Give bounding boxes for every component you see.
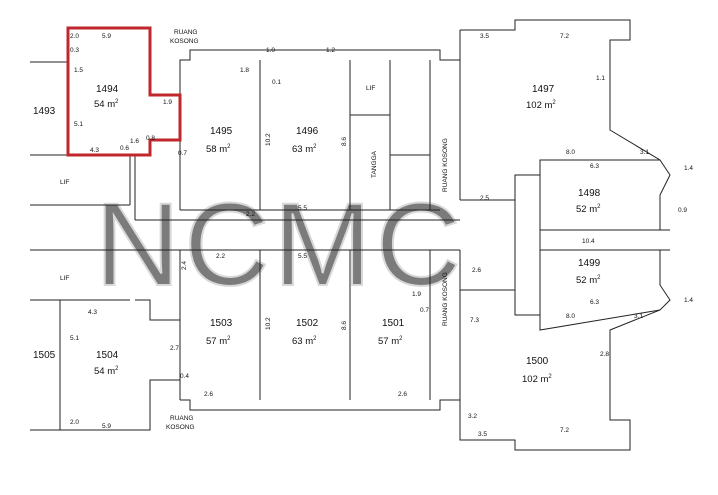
lif-bottom-label: LIF xyxy=(60,275,69,282)
dim-label: 10.4 xyxy=(582,238,595,245)
dim-label: 6.3 xyxy=(590,163,599,170)
unit-1498-area: 52 m2 xyxy=(576,204,601,215)
dim-label: 8.6 xyxy=(341,137,348,146)
dim-label: 10.2 xyxy=(265,317,272,330)
dim-label: 6.3 xyxy=(590,299,599,306)
dim-label: 3.1 xyxy=(640,149,649,156)
unit-1502-number: 1502 xyxy=(296,318,319,329)
unit-1499-number: 1499 xyxy=(578,258,601,269)
dim-label: 4.3 xyxy=(90,147,99,154)
dim-label: 1.9 xyxy=(412,291,421,298)
dim-label: 8.0 xyxy=(566,313,575,320)
dim-label: 1.5 xyxy=(74,67,83,74)
dim-label: 10.2 xyxy=(265,133,272,146)
dim-label: 2.6 xyxy=(204,391,213,398)
dim-label: 0.8 xyxy=(146,135,155,142)
dim-label: 1.1 xyxy=(596,75,605,82)
unit-1495-area: 58 m2 xyxy=(206,144,231,155)
tangga-label: TANGGA xyxy=(371,150,378,178)
dim-label: 2.6 xyxy=(472,267,481,274)
unit-1494-area: 54 m2 xyxy=(94,99,119,110)
unit-1496-number: 1496 xyxy=(296,126,319,137)
dim-label: 1.8 xyxy=(240,67,249,74)
dim-label: 0.3 xyxy=(70,47,79,54)
dim-label: 5.5 xyxy=(298,253,307,260)
unit-1501-number: 1501 xyxy=(382,318,405,329)
dim-label: 3.5 xyxy=(478,431,487,438)
unit-1503-area: 57 m2 xyxy=(206,336,231,347)
unit-1505-number: 1505 xyxy=(33,350,56,361)
ruang-kosong-top-label-2: KOSONG xyxy=(170,38,199,45)
unit-1504-number: 1504 xyxy=(96,350,119,361)
dim-label: 0.6 xyxy=(120,145,129,152)
dim-label: 1.9 xyxy=(163,99,172,106)
dim-label: 7.2 xyxy=(560,427,569,434)
dim-label: 2.0 xyxy=(70,33,79,40)
dim-label: 3.2 xyxy=(468,413,477,420)
highlighted-unit-1494-outline[interactable] xyxy=(66,26,182,157)
unit-1504-area: 54 m2 xyxy=(94,366,119,377)
dim-label: 2.2 xyxy=(246,211,255,218)
dim-label: 5.1 xyxy=(74,121,83,128)
unit-1496-area: 63 m2 xyxy=(292,144,317,155)
unit-1500-number: 1500 xyxy=(526,356,549,367)
dim-label: 5.1 xyxy=(70,335,79,342)
unit-1499-area: 52 m2 xyxy=(576,275,601,286)
unit-1500-area: 102 m2 xyxy=(522,374,552,385)
ruang-kosong-right-bottom-label: RUANG KOSONG xyxy=(442,272,449,326)
dim-label: 3.1 xyxy=(634,313,643,320)
dim-label: 5.9 xyxy=(102,33,111,40)
dim-label: 4.3 xyxy=(88,309,97,316)
dim-label: 7.3 xyxy=(470,317,479,324)
dim-label: 1.0 xyxy=(266,47,275,54)
dim-label: 7.2 xyxy=(560,33,569,40)
unit-1503-number: 1503 xyxy=(210,318,233,329)
unit-1495-number: 1495 xyxy=(210,126,233,137)
unit-1493-number: 1493 xyxy=(33,106,56,117)
dim-label: 0.1 xyxy=(272,79,281,86)
ruang-kosong-top-label-1: RUANG xyxy=(174,29,197,36)
dim-label: 3.5 xyxy=(480,33,489,40)
dim-label: 2.0 xyxy=(70,419,79,426)
unit-1497-area: 102 m2 xyxy=(526,100,556,111)
dim-label: 0.7 xyxy=(420,307,429,314)
dim-label: 2.6 xyxy=(398,391,407,398)
lif-center-label: LIF xyxy=(366,85,375,92)
dim-label: 1.2 xyxy=(326,47,335,54)
dim-label: 2.7 xyxy=(170,345,179,352)
watermark: NCMC xyxy=(95,179,465,311)
dim-label: 8.0 xyxy=(566,149,575,156)
unit-1497-number: 1497 xyxy=(532,84,555,95)
dim-label: 8.6 xyxy=(341,321,348,330)
unit-1501-area: 57 m2 xyxy=(378,336,403,347)
dim-label: 1.6 xyxy=(130,138,139,145)
dim-label: 1.4 xyxy=(684,165,693,172)
dim-label: 1.4 xyxy=(684,297,693,304)
dim-label: 0.9 xyxy=(678,207,687,214)
dim-label: 2.8 xyxy=(600,351,609,358)
ruang-kosong-bottom-label-1: RUANG xyxy=(170,415,193,422)
unit-1502-area: 63 m2 xyxy=(292,336,317,347)
dim-label: 2.2 xyxy=(216,253,225,260)
dim-label: 0.7 xyxy=(178,150,187,157)
dim-label: 5.5 xyxy=(298,205,307,212)
ruang-kosong-right-top-label: RUANG KOSONG xyxy=(442,138,449,192)
dim-label: 5.9 xyxy=(102,423,111,430)
ruang-kosong-bottom-label-2: KOSONG xyxy=(166,424,195,431)
dim-label: 2.5 xyxy=(480,195,489,202)
dim-label: 0.4 xyxy=(180,373,189,380)
unit-1498-number: 1498 xyxy=(578,188,601,199)
unit-1494-number: 1494 xyxy=(96,84,119,95)
lif-top-label: LIF xyxy=(60,179,69,186)
dim-label: 2.4 xyxy=(181,261,188,270)
